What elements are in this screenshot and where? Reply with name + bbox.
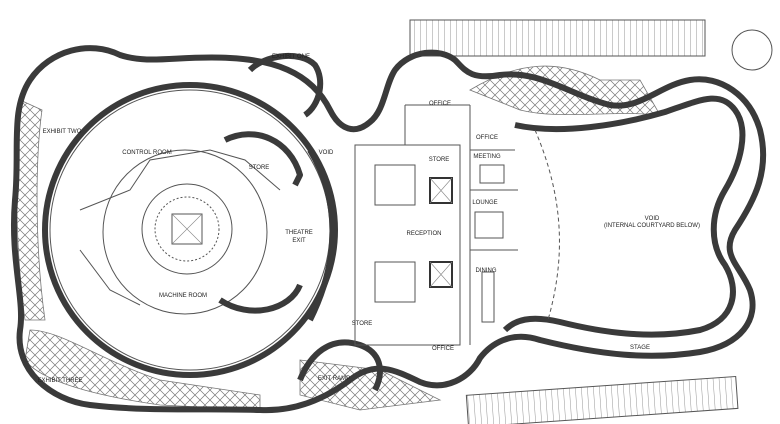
label-dining: DINING	[476, 268, 497, 274]
label-theatre: THEATRE	[285, 230, 313, 236]
label-internal-courtyard: (INTERNAL COURTYARD BELOW)	[604, 223, 700, 229]
store-arc-bottom	[218, 283, 303, 314]
stair-bottom	[465, 375, 739, 424]
label-stage: STAGE	[630, 345, 650, 351]
store-arc	[223, 131, 303, 187]
label-office-top: OFFICE	[429, 101, 451, 107]
label-office-bottom: OFFICE	[432, 346, 454, 352]
dining-table	[481, 271, 495, 323]
spiral-stair	[731, 29, 773, 71]
label-meeting: MEETING	[473, 154, 501, 160]
label-store-theatre: STORE	[249, 165, 270, 171]
core-block	[354, 144, 461, 346]
courtyard-wall	[502, 95, 746, 338]
label-machine-room: MACHINE ROOM	[159, 293, 207, 299]
stage-ring-inner	[154, 196, 220, 262]
label-exit: EXIT	[292, 238, 306, 244]
stair-core-bottom	[374, 261, 416, 303]
stage-core-cross	[171, 213, 203, 245]
curtain-arc	[534, 129, 560, 321]
lift-bottom-cross	[429, 261, 453, 288]
label-lounge: LOUNGE	[472, 200, 497, 206]
east-rooms	[404, 104, 518, 345]
label-exhibit-two: EXHIBIT TWO	[43, 129, 82, 135]
stair-top	[409, 19, 706, 57]
lift-bottom	[429, 261, 453, 288]
stage-core	[171, 213, 203, 245]
label-store-center: STORE	[429, 157, 450, 163]
lift-top-cross	[429, 177, 453, 204]
stair-core-top	[374, 164, 416, 206]
label-void-courtyard: VOID	[645, 216, 660, 222]
label-void-theatre: VOID	[319, 150, 334, 156]
label-exhibit-one: EXHIBIT ONE	[272, 54, 310, 60]
lounge-sofa	[474, 211, 504, 239]
meeting-table	[479, 164, 505, 184]
label-reception: RECEPTION	[406, 231, 441, 237]
label-control-room: CONTROL ROOM	[122, 150, 171, 156]
label-exhibit-three: EXHIBIT THREE	[37, 378, 82, 384]
lift-top	[429, 177, 453, 204]
outer-wall-west	[10, 45, 767, 414]
theatre-exit-arc	[307, 148, 336, 322]
machine-room-ring	[102, 149, 268, 315]
label-exit-ramp: EXIT RAMP	[318, 376, 350, 382]
stage-ring-outer	[141, 183, 233, 275]
exhibit-one-wall	[247, 52, 324, 118]
label-office-small: OFFICE	[476, 135, 498, 141]
control-room-wall	[79, 149, 281, 306]
label-store-bottom: STORE	[352, 321, 373, 327]
